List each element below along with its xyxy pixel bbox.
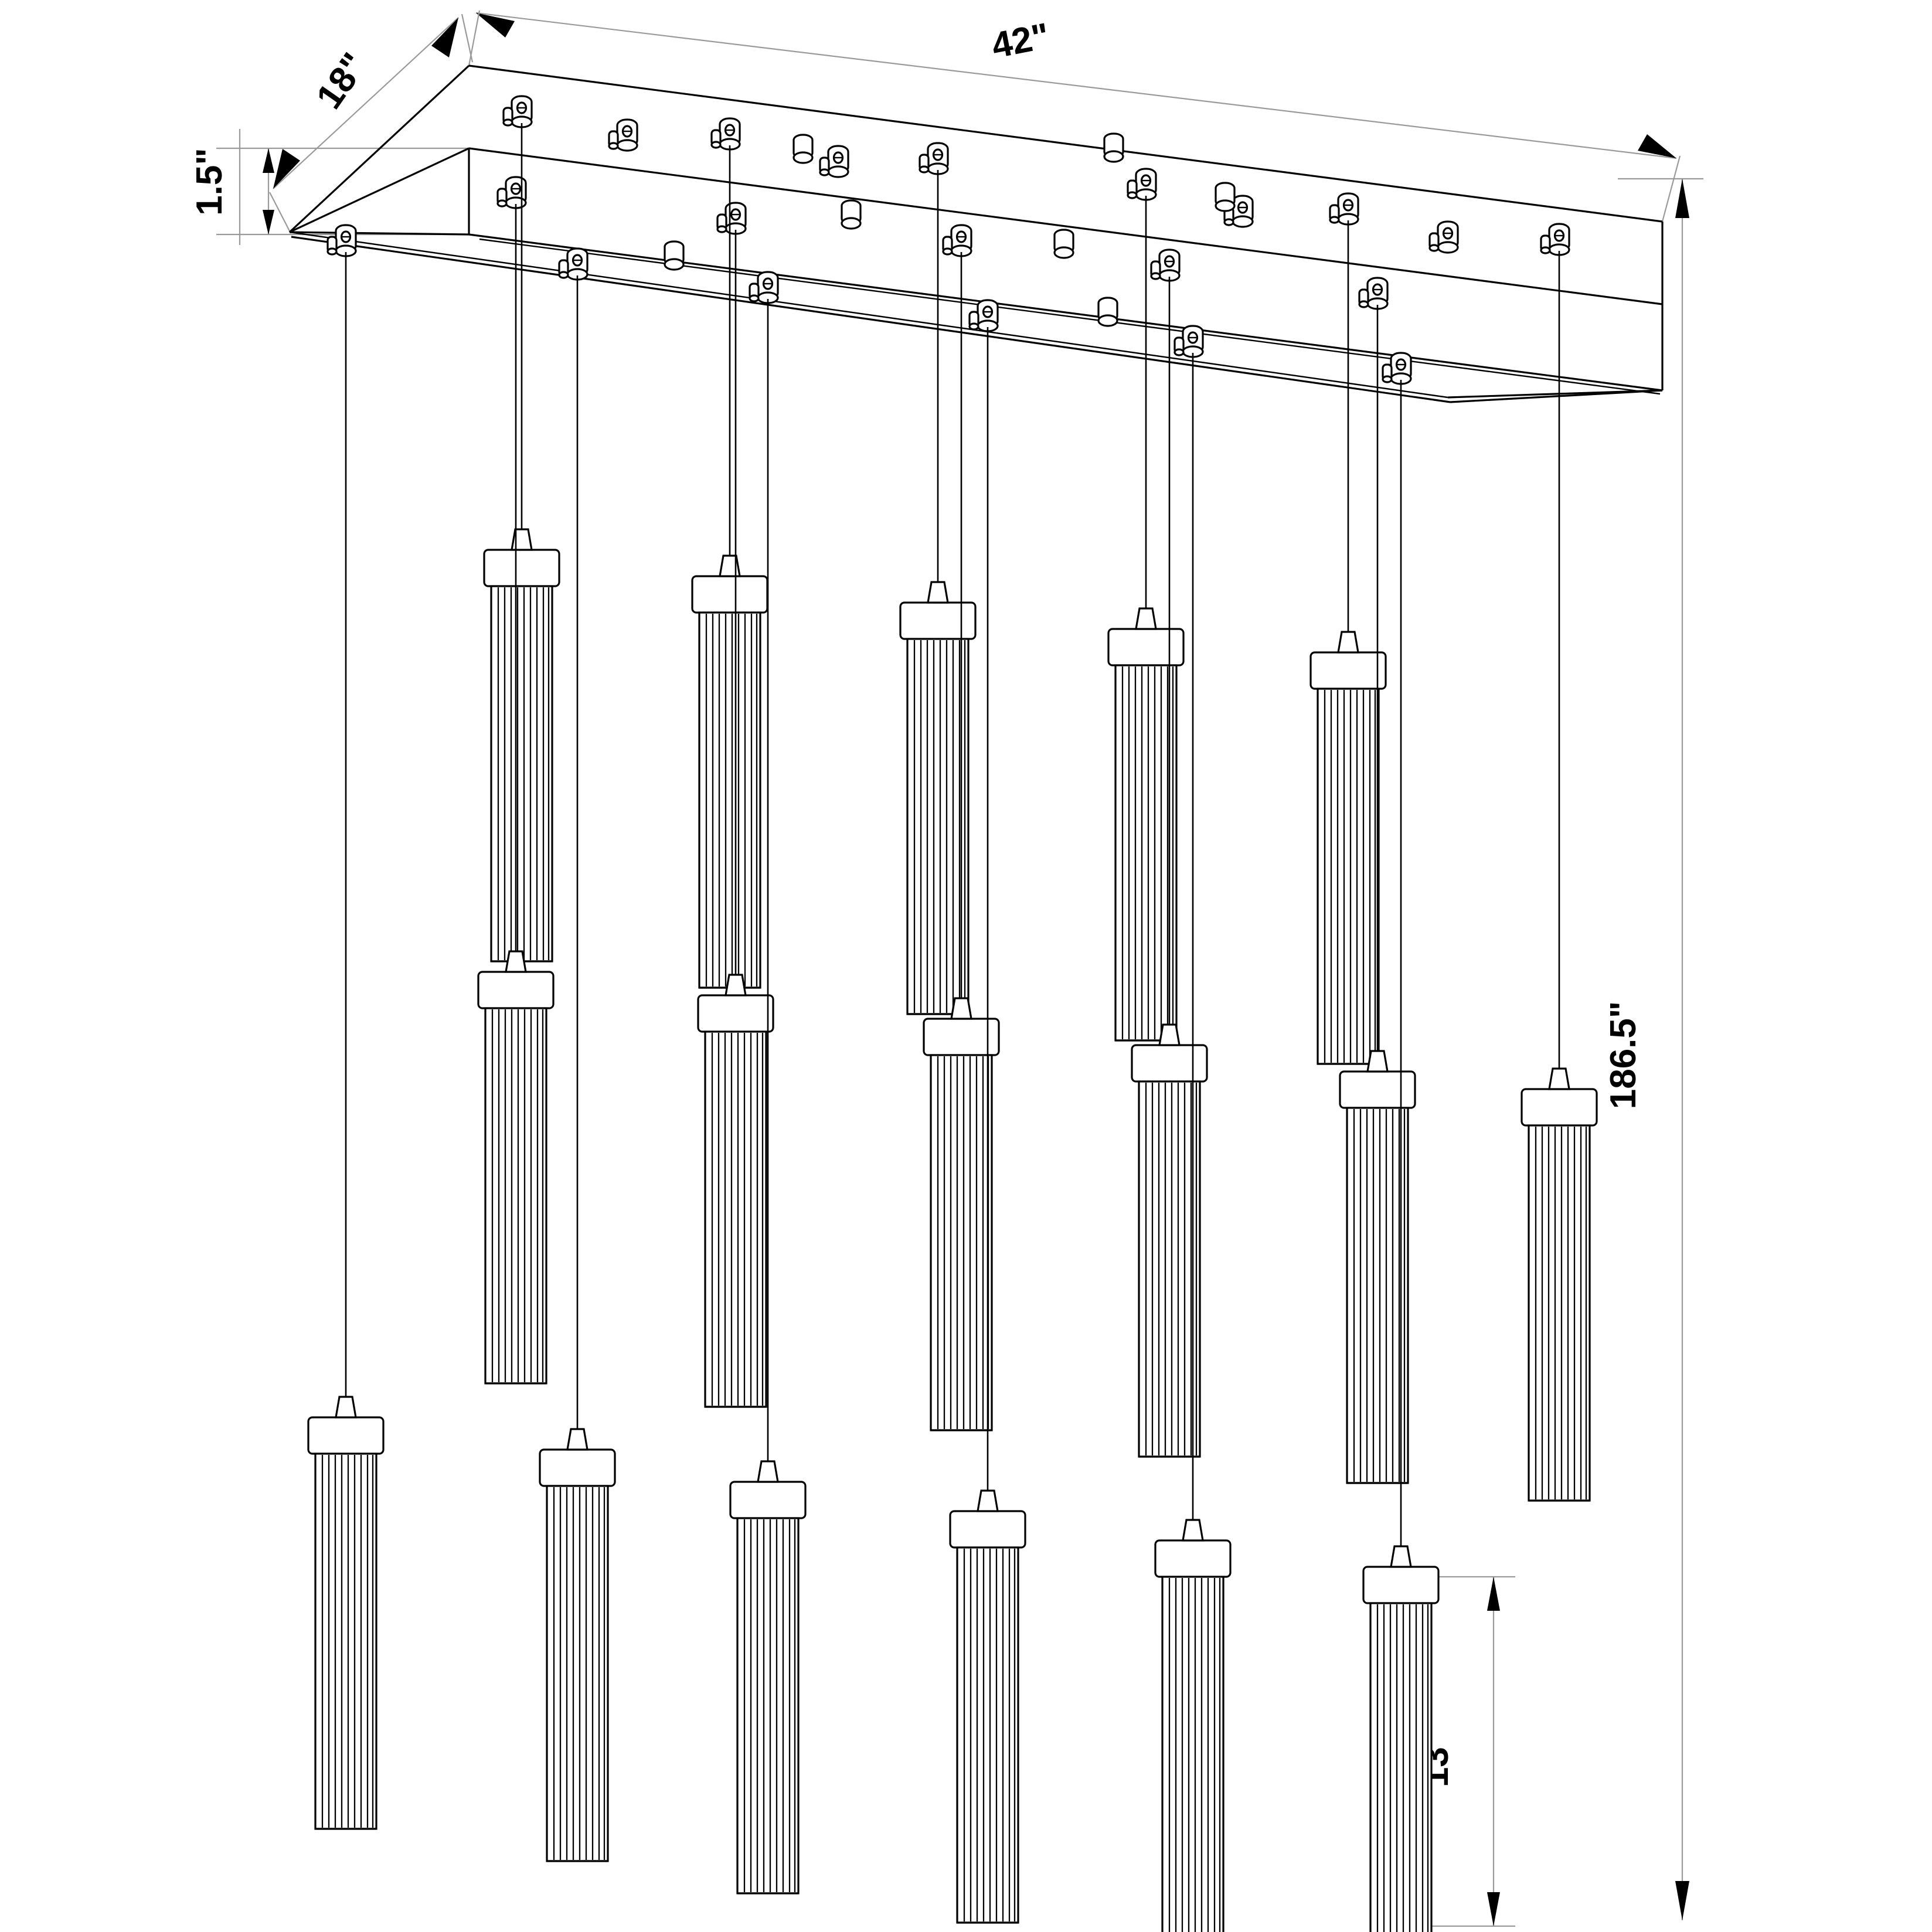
blank-cylinder bbox=[792, 134, 814, 164]
mount-cylinder bbox=[1150, 249, 1181, 282]
mount-cylinder bbox=[968, 299, 999, 332]
mount-cylinder bbox=[749, 271, 779, 304]
dimension-canopy-thickness: 1.5" bbox=[189, 129, 469, 245]
mount-cylinder bbox=[1540, 223, 1570, 256]
pendant bbox=[307, 252, 385, 1830]
dimension-width-42: 42" bbox=[468, 10, 1681, 222]
pendant bbox=[729, 299, 807, 1894]
mount-cylinder bbox=[502, 95, 533, 128]
blank-cylinder bbox=[664, 240, 685, 271]
pendant bbox=[691, 145, 768, 989]
dimension-label-depth: 18" bbox=[309, 46, 375, 116]
pendant bbox=[1309, 220, 1387, 1065]
pendant bbox=[477, 204, 555, 1385]
mount-cylinder bbox=[1428, 220, 1459, 254]
pendant bbox=[1154, 353, 1232, 1932]
pendant bbox=[483, 123, 560, 962]
mount-cylinder bbox=[1127, 168, 1157, 201]
mount-cylinder bbox=[608, 118, 638, 152]
mount-cylinder bbox=[558, 247, 589, 281]
dimension-label-width: 42" bbox=[988, 16, 1053, 67]
mount-cylinder bbox=[716, 202, 747, 235]
dimension-overall-drop: 186.5" bbox=[1603, 178, 1703, 1920]
mount-cylinder bbox=[1329, 192, 1359, 226]
pendant bbox=[949, 327, 1026, 1924]
blank-cylinder bbox=[1103, 132, 1124, 163]
mount-cylinder bbox=[710, 117, 741, 151]
pendant bbox=[1521, 251, 1598, 1502]
mount-cylinder bbox=[326, 224, 357, 257]
blank-cylinder bbox=[1215, 182, 1236, 212]
mount-cylinder bbox=[1358, 277, 1389, 310]
pendant bbox=[899, 170, 977, 1015]
dimension-depth-18: 18" bbox=[269, 13, 474, 234]
pendant bbox=[697, 230, 774, 1408]
dimension-label-overall-drop: 186.5" bbox=[1603, 1001, 1644, 1110]
pendant bbox=[539, 275, 616, 1862]
pendant bbox=[1339, 305, 1416, 1484]
blank-cylinder bbox=[841, 199, 862, 230]
blank-cylinder bbox=[1097, 297, 1118, 327]
mount-cylinder bbox=[819, 145, 849, 178]
pendant bbox=[923, 252, 1000, 1431]
mount-cylinder bbox=[919, 142, 949, 175]
pendant bbox=[1107, 196, 1185, 1042]
pendant-group bbox=[307, 123, 1598, 1932]
pendant bbox=[1131, 277, 1208, 1458]
pendant bbox=[1362, 380, 1440, 1932]
mount-cylinder bbox=[942, 224, 972, 257]
dimension-label-canopy-thickness: 1.5" bbox=[189, 148, 230, 216]
blank-cylinder bbox=[1053, 229, 1074, 259]
